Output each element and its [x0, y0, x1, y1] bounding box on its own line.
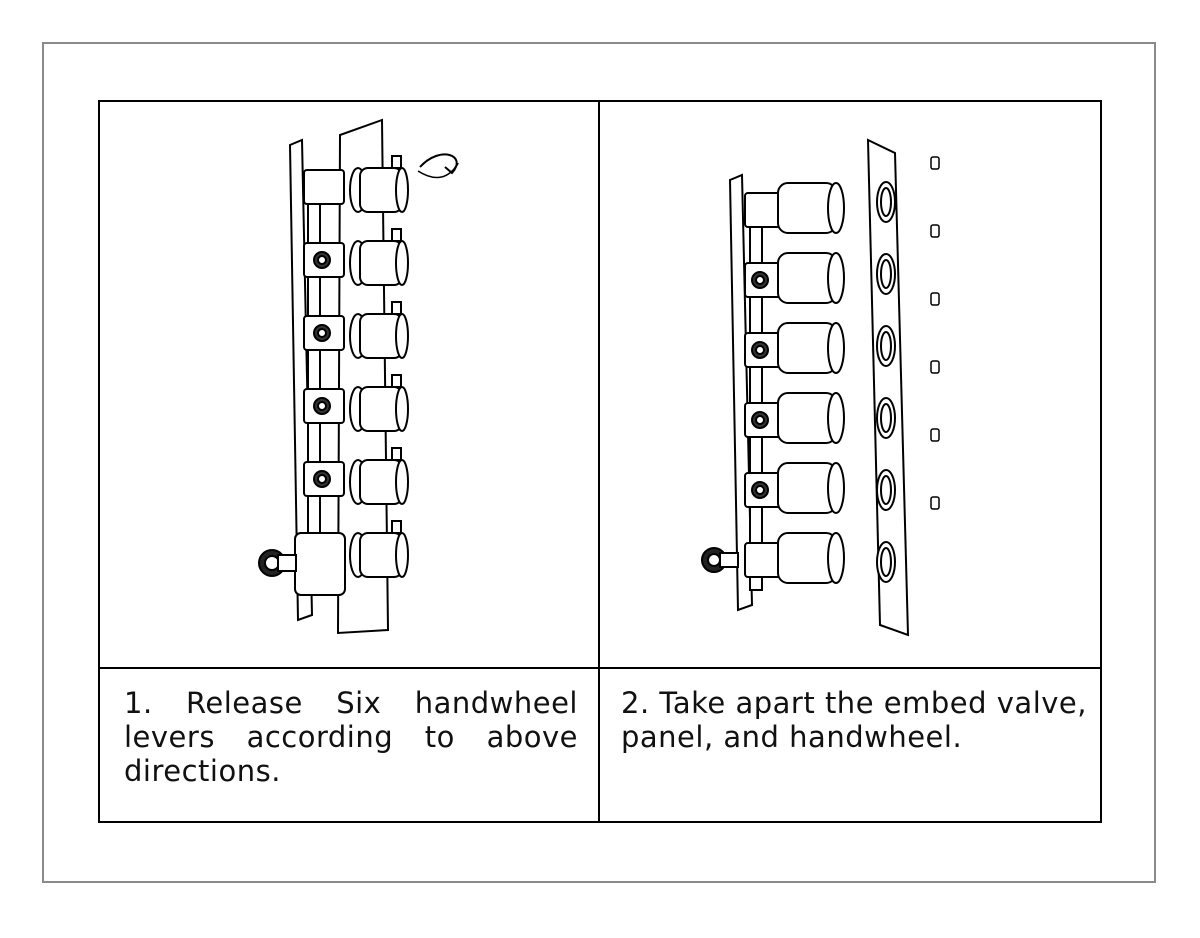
- page-frame: [42, 42, 1156, 883]
- step2-caption: 2. Take apart the embed valve, panel, an…: [621, 686, 1087, 754]
- step1-caption: 1. Release Six handwheel levers accordin…: [124, 686, 578, 788]
- step1-illustration: [240, 115, 470, 645]
- column-divider: [598, 100, 600, 823]
- row-divider: [98, 667, 1102, 669]
- step2-illustration: [700, 135, 970, 640]
- instruction-table: [98, 100, 1102, 823]
